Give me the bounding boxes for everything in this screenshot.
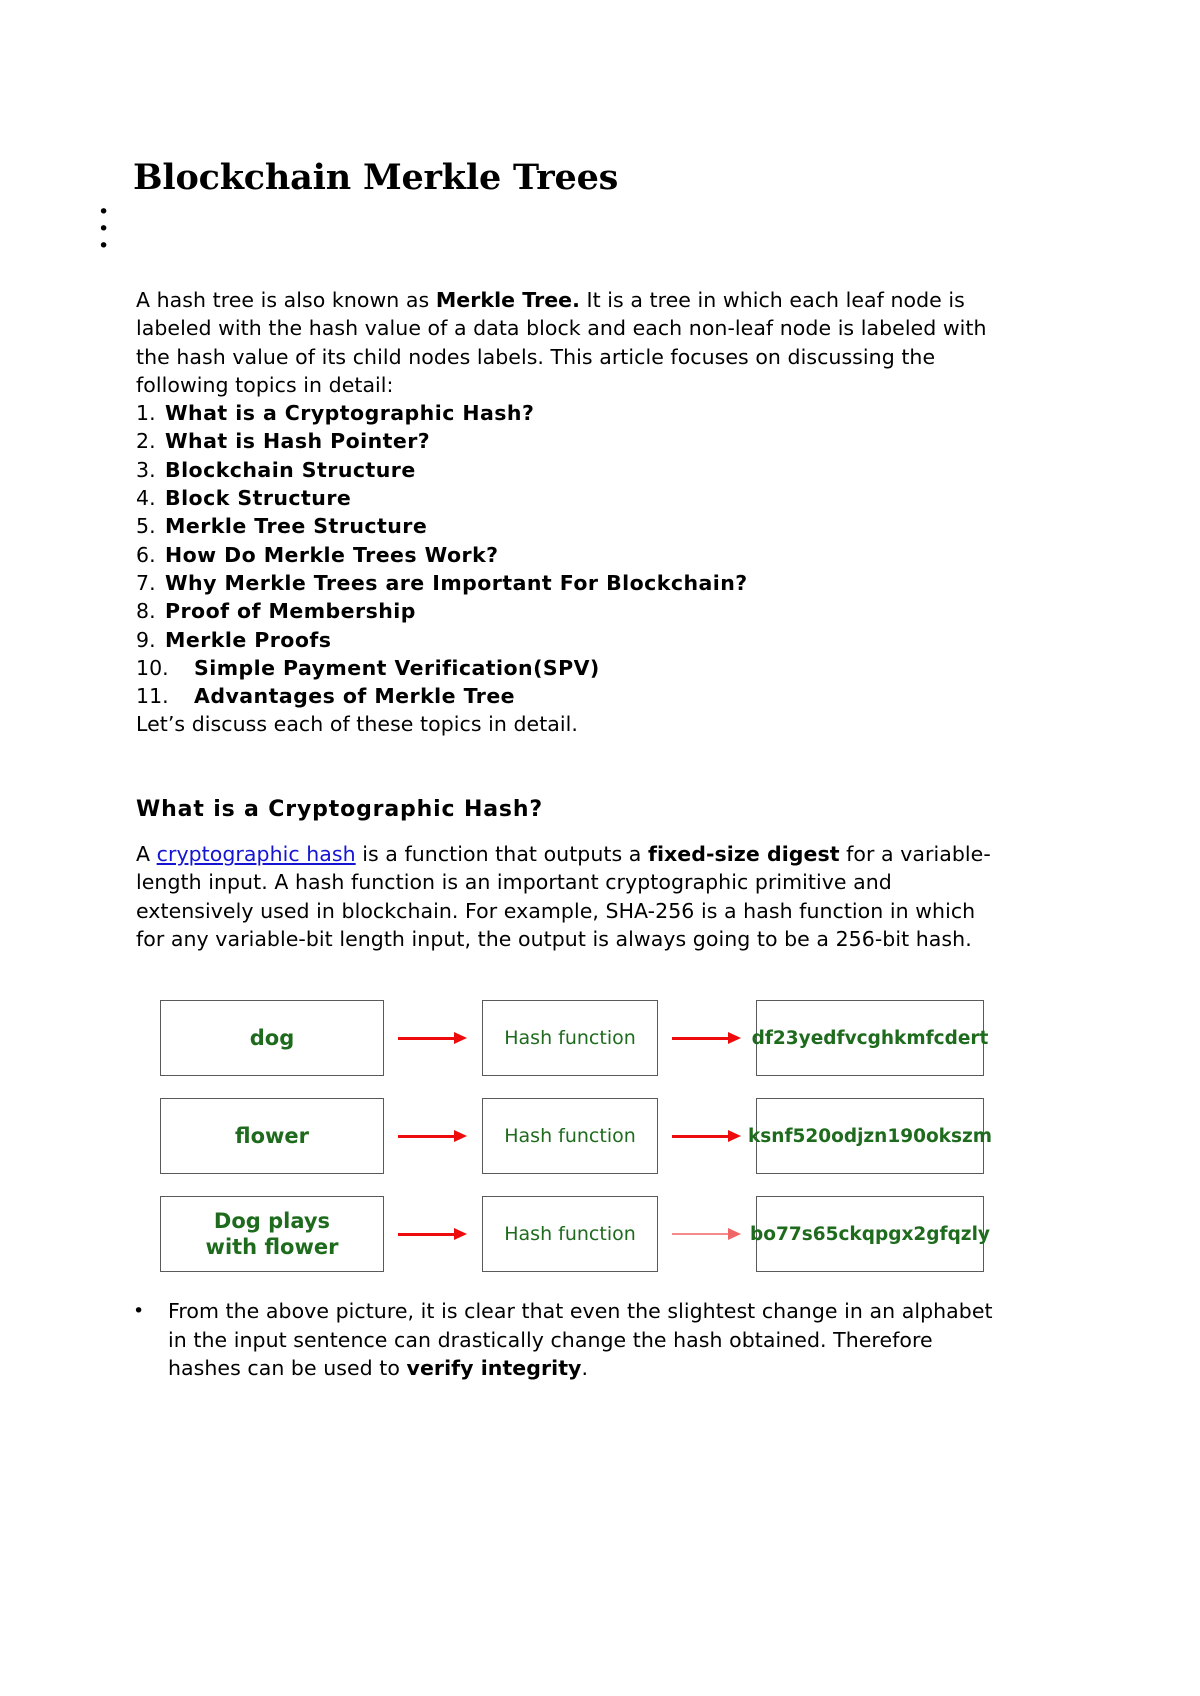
topic-item: 2. What is Hash Pointer? <box>136 427 988 455</box>
arrow-right-icon <box>384 1028 482 1048</box>
hash-paragraph-pre: A <box>136 842 157 866</box>
diagram-input-box: Dog plays with flower <box>160 1196 384 1272</box>
bottom-bullet-bold: verify integrity <box>406 1356 582 1381</box>
hash-paragraph-bold: fixed-size digest <box>647 842 840 866</box>
topic-number: 10. <box>136 655 169 680</box>
topic-number: 2. <box>136 429 156 454</box>
empty-bullet-item <box>98 221 498 238</box>
bottom-bullet-text: From the above picture, it is clear that… <box>168 1297 993 1383</box>
intro-text-bold: Merkle Tree. <box>435 288 580 312</box>
topic-label: Proof of Membership <box>165 599 416 624</box>
diagram-output-box: df23yedfvcghkmfcdert <box>752 1000 988 1076</box>
intro-text-pre: A hash tree is also known as <box>136 288 436 312</box>
closing-line: Let’s discuss each of these topics in de… <box>136 712 578 737</box>
topic-number: 8. <box>136 599 156 624</box>
topic-number: 7. <box>136 570 156 595</box>
topic-item: 7. Why Merkle Trees are Important For Blo… <box>136 569 988 597</box>
intro-paragraph: A hash tree is also known as Merkle Tree… <box>136 286 988 399</box>
topic-label: Merkle Tree Structure <box>165 514 428 539</box>
topic-label: Why Merkle Trees are Important For Block… <box>165 570 748 595</box>
bottom-bullet-paragraph: • From the above picture, it is clear th… <box>133 1297 993 1383</box>
bottom-bullet-post: . <box>581 1356 589 1381</box>
diagram-output-box: ksnf520odjzn190okszm <box>748 1098 992 1174</box>
diagram-input-box: flower <box>160 1098 384 1174</box>
page-title: Blockchain Merkle Trees <box>133 157 619 199</box>
topic-item: 6. How Do Merkle Trees Work? <box>136 541 988 569</box>
empty-bullet-list <box>98 204 498 255</box>
topic-item: 10. Simple Payment Verification(SPV) <box>136 654 988 682</box>
diagram-function-box: Hash function <box>482 1000 658 1076</box>
topic-label: What is Hash Pointer? <box>165 429 431 454</box>
diagram-output-box: bo77s65ckqpgx2gfqzly <box>750 1196 990 1272</box>
diagram-function-box: Hash function <box>482 1196 658 1272</box>
topic-number: 4. <box>136 486 156 511</box>
bullet-icon: • <box>133 1300 145 1322</box>
arrow-right-icon <box>384 1224 482 1244</box>
topic-number: 3. <box>136 457 156 482</box>
hash-function-diagram: dog Hash function df23yedfvcghkmfcdert f… <box>160 1000 1020 1272</box>
hash-paragraph-post: for a variable-length input. A hash func… <box>136 842 991 952</box>
topic-label: Block Structure <box>165 486 352 511</box>
hash-paragraph: A cryptographic hash is a function that … <box>136 840 992 954</box>
topic-item: 5. Merkle Tree Structure <box>136 512 988 540</box>
diagram-row: flower Hash function ksnf520odjzn190oksz… <box>160 1098 1020 1174</box>
topic-number: 1. <box>136 401 156 426</box>
topic-number: 11. <box>136 684 169 709</box>
topic-label: Simple Payment Verification(SPV) <box>194 655 600 680</box>
diagram-row: dog Hash function df23yedfvcghkmfcdert <box>160 1000 1020 1076</box>
empty-bullet-item <box>98 238 498 255</box>
topic-label: How Do Merkle Trees Work? <box>165 542 499 567</box>
arrow-right-icon <box>658 1028 756 1048</box>
topic-item: 8. Proof of Membership <box>136 597 988 625</box>
topic-label: Merkle Proofs <box>165 627 332 652</box>
topic-label: Blockchain Structure <box>165 457 416 482</box>
topic-item: 1. What is a Cryptographic Hash? <box>136 399 988 427</box>
topics-list: 1. What is a Cryptographic Hash? 2. What i… <box>136 399 988 710</box>
topic-number: 5. <box>136 514 156 539</box>
cryptographic-hash-link[interactable]: cryptographic hash <box>156 842 356 866</box>
arrow-right-icon <box>384 1126 482 1146</box>
topic-number: 9. <box>136 627 156 652</box>
topic-item: 9. Merkle Proofs <box>136 626 988 654</box>
section-heading-cryptographic-hash: What is a Cryptographic Hash? <box>136 797 543 823</box>
topic-item: 11. Advantages of Merkle Tree <box>136 682 988 710</box>
hash-paragraph-mid: is a function that outputs a <box>355 842 648 866</box>
diagram-input-box: dog <box>160 1000 384 1076</box>
topic-label: Advantages of Merkle Tree <box>194 684 516 709</box>
topic-label: What is a Cryptographic Hash? <box>165 401 535 426</box>
topic-item: 4. Block Structure <box>136 484 988 512</box>
intro-and-topics: A hash tree is also known as Merkle Tree… <box>136 286 988 739</box>
arrow-right-icon <box>658 1126 756 1146</box>
empty-bullet-item <box>98 204 498 221</box>
arrow-right-icon <box>658 1224 756 1244</box>
bottom-bullet-pre: From the above picture, it is clear that… <box>168 1299 993 1381</box>
topic-number: 6. <box>136 542 156 567</box>
diagram-function-box: Hash function <box>482 1098 658 1174</box>
diagram-row: Dog plays with flower Hash function bo77… <box>160 1196 1020 1272</box>
intro-text-post: It is a tree in which each leaf node is … <box>136 288 987 397</box>
topic-item: 3. Blockchain Structure <box>136 456 988 484</box>
